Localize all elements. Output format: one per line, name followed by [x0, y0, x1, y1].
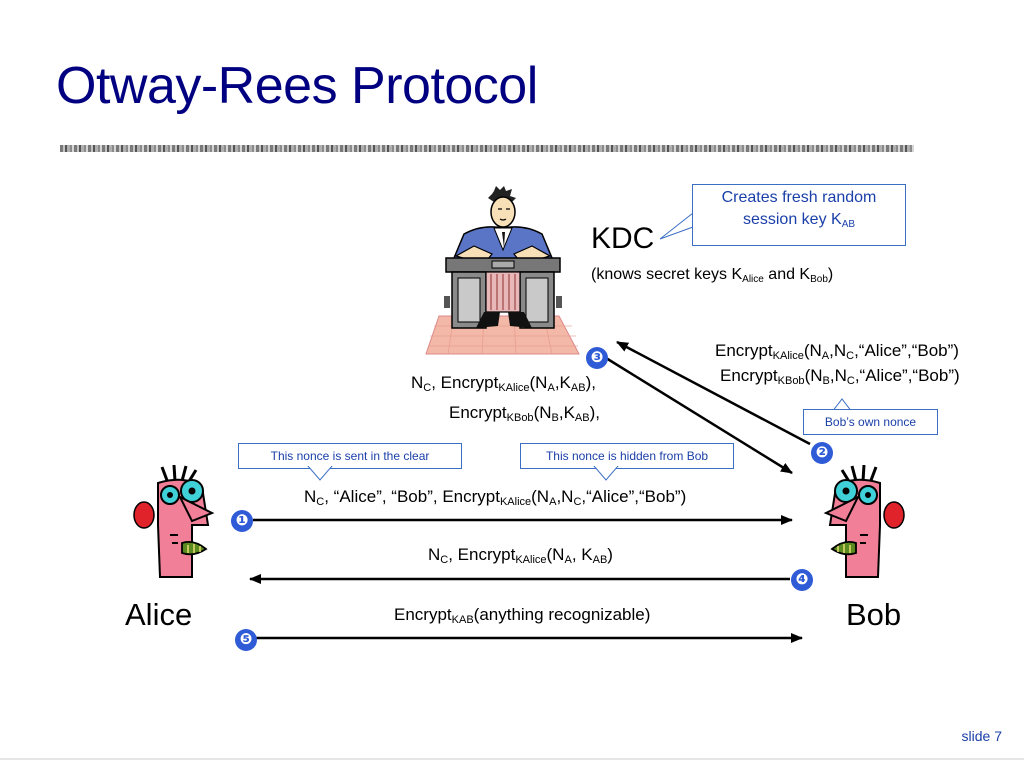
message-3-line-1: NC, EncryptKAlice(NA,KAB), — [411, 373, 596, 394]
message-1: NC, “Alice”, “Bob”, EncryptKAlice(NA,NC,… — [304, 487, 687, 508]
arrow-3-kdc-to-bob — [605, 356, 793, 475]
bob-figure — [823, 465, 905, 578]
alice-label: Alice — [125, 597, 193, 632]
nonce-clear-callout-pointer — [307, 466, 333, 481]
fresh-key-callout: Creates fresh random session key KAB — [692, 184, 906, 246]
nonce-hidden-callout: This nonce is hidden from Bob — [520, 443, 734, 469]
kdc-knows-keys: (knows secret keys KAlice and KBob) — [591, 266, 834, 285]
message-4: NC, EncryptKAlice(NA, KAB) — [428, 545, 613, 566]
step-2-badge: ❷ — [811, 442, 833, 464]
footer-divider — [0, 758, 1024, 760]
step-5-badge: ❺ — [235, 629, 257, 651]
bob-nonce-callout: Bob’s own nonce — [803, 409, 938, 435]
message-2-line-1: EncryptKAlice(NA,NC,“Alice”,“Bob”) — [715, 341, 959, 362]
message-5: EncryptKAB(anything recognizable) — [394, 605, 651, 626]
bob-nonce-callout-pointer — [831, 398, 853, 412]
nonce-hidden-callout-pointer — [593, 466, 619, 481]
title-divider — [60, 145, 914, 152]
step-3-badge: ❸ — [586, 347, 608, 369]
kdc-label: KDC — [591, 222, 655, 255]
alice-figure — [133, 465, 215, 578]
message-2-line-2: EncryptKBob(NB,NC,“Alice”,“Bob”) — [720, 366, 960, 387]
bob-label: Bob — [846, 597, 902, 632]
nonce-clear-callout: This nonce is sent in the clear — [238, 443, 462, 469]
slide-number: slide 7 — [961, 728, 1002, 744]
kdc-figure — [425, 186, 580, 355]
arrow-2-bob-to-kdc — [616, 340, 811, 446]
message-3-line-2: EncryptKBob(NB,KAB), — [449, 403, 600, 424]
slide-title: Otway-Rees Protocol — [56, 57, 538, 115]
step-1-badge: ❶ — [231, 510, 253, 532]
step-4-badge: ❹ — [791, 569, 813, 591]
